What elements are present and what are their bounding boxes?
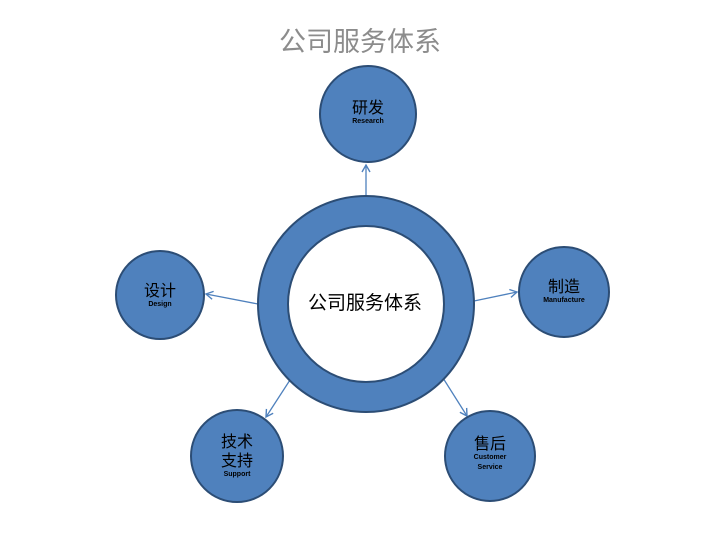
connector-after-sales [442,377,468,418]
research-en: Research [352,118,384,125]
connector-manufacture [473,288,519,302]
node-design [115,250,205,340]
connector-support [265,379,291,419]
after-sales-en-2: Service [477,464,503,471]
node-label-design: 设计 Design [110,281,210,310]
support-cn-2: 支持 [220,451,253,470]
center-ring-fill [259,197,473,411]
node-manufacture [518,246,610,338]
design-en: Design [148,301,172,308]
research-cn: 研发 [351,98,384,117]
after-sales-cn: 售后 [473,434,506,453]
design-cn: 设计 [143,281,176,300]
manufacture-en: Manufacture [543,297,585,304]
node-support [190,409,284,503]
support-en: Support [223,471,251,478]
node-label-manufacture: 制造 Manufacture [514,277,614,306]
page-title: 公司服务体系 [279,27,441,58]
node-research [319,65,417,163]
node-label-support: 技术 支持 Support [187,432,287,480]
center-label: 公司服务体系 [307,292,422,314]
connector-design [204,290,259,305]
after-sales-en-1: Customer [473,454,507,461]
support-cn-1: 技术 [220,432,253,451]
node-label-research: 研发 Research [318,98,418,127]
manufacture-cn: 制造 [547,277,580,296]
node-after-sales [444,410,536,502]
node-label-after-sales: 售后 Customer Service [440,434,540,473]
